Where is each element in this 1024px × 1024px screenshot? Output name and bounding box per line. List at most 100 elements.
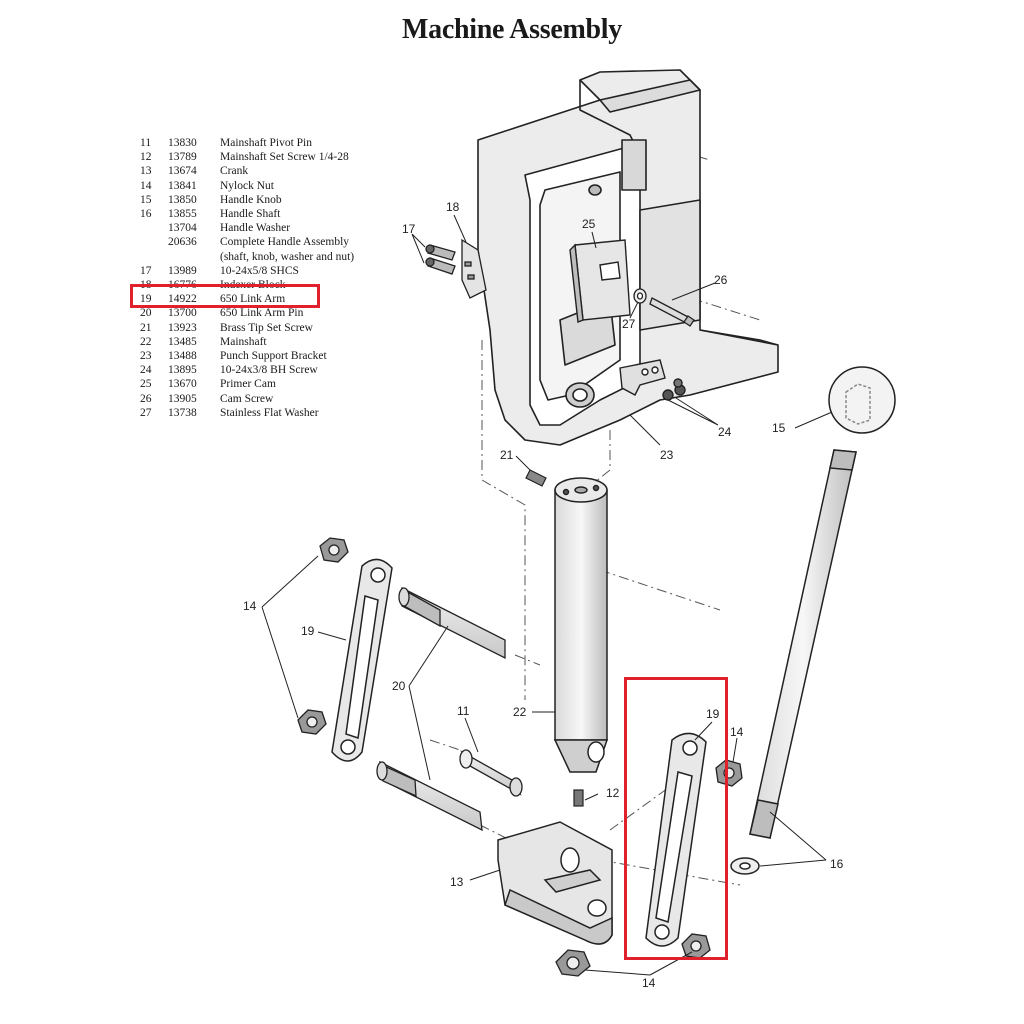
callout-14-right: 14 <box>730 725 744 739</box>
part-description: Mainshaft Set Screw 1/4-28 <box>220 151 349 164</box>
part-description: (shaft, knob, washer and nut) <box>220 250 355 263</box>
part-item-number: 24 <box>140 364 152 377</box>
callout-19-right: 19 <box>706 707 720 721</box>
part-item-number: 12 <box>140 151 152 164</box>
part-description: Crank <box>220 165 249 178</box>
crank <box>497 821 613 945</box>
part-description: 10-24x3/8 BH Screw <box>220 364 318 377</box>
part-number: 13841 <box>168 179 197 192</box>
set-screws <box>525 469 584 807</box>
parts-row: 22 13485 Mainshaft <box>140 335 354 349</box>
parts-row: 11 13830 Mainshaft Pivot Pin <box>140 136 354 150</box>
highlight-box-parts-row <box>130 284 320 308</box>
callout-16: 16 <box>830 857 844 871</box>
part-number: 13738 <box>168 406 197 419</box>
mainshaft-pivot-pin <box>459 749 523 797</box>
callout-12: 12 <box>606 786 620 800</box>
callout-11: 11 <box>457 704 470 718</box>
part-description: Mainshaft <box>220 335 267 348</box>
callout-14-bottom: 14 <box>642 976 656 990</box>
parts-row: 14 13841 Nylock Nut <box>140 179 354 193</box>
part-number: 13700 <box>168 307 197 320</box>
part-number: 13905 <box>168 392 197 405</box>
part-item-number: 17 <box>140 264 152 277</box>
part-item-number: 21 <box>140 321 152 334</box>
callout-20: 20 <box>392 679 406 693</box>
part-number: 13850 <box>168 193 197 206</box>
link-arm-pins <box>376 586 506 832</box>
part-description: Cam Screw <box>220 392 274 405</box>
part-number: 13895 <box>168 364 197 377</box>
part-number: 13704 <box>168 222 197 235</box>
callout-27: 27 <box>622 317 636 331</box>
callout-labels: 17 18 25 26 27 24 23 15 21 14 19 20 11 2… <box>243 200 844 990</box>
callout-15: 15 <box>772 421 786 435</box>
callout-21: 21 <box>500 448 514 462</box>
part-description: Mainshaft Pivot Pin <box>220 137 313 149</box>
part-number: 13989 <box>168 264 197 277</box>
parts-row: 20636 Complete Handle Assembly <box>140 235 354 249</box>
nylock-nuts <box>297 537 743 977</box>
link-arm-left <box>331 558 393 762</box>
punch-support-bracket <box>619 359 686 401</box>
callout-19-left: 19 <box>301 624 315 638</box>
mainshaft <box>553 477 609 773</box>
parts-row: 21 13923 Brass Tip Set Screw <box>140 321 354 335</box>
part-item-number: 22 <box>140 335 152 348</box>
callout-22: 22 <box>513 705 527 719</box>
parts-row: 26 13905 Cam Screw <box>140 392 354 406</box>
parts-row: (shaft, knob, washer and nut) <box>140 250 354 264</box>
callout-18: 18 <box>446 200 460 214</box>
part-item-number: 26 <box>140 392 152 405</box>
part-description: 10-24x5/8 SHCS <box>220 264 299 277</box>
part-description: Complete Handle Assembly <box>220 236 350 249</box>
callout-14-left: 14 <box>243 599 257 613</box>
part-number: 13485 <box>168 335 197 348</box>
part-item-number: 25 <box>140 378 152 391</box>
parts-row: 27 13738 Stainless Flat Washer <box>140 406 354 420</box>
callout-24: 24 <box>718 425 732 439</box>
callout-25: 25 <box>582 217 596 231</box>
leader-lines <box>261 214 833 976</box>
part-item-number: 27 <box>140 406 152 419</box>
handle-shaft <box>730 449 857 875</box>
part-number: 13670 <box>168 378 197 391</box>
page-title: Machine Assembly <box>402 14 622 45</box>
callout-13: 13 <box>450 875 464 889</box>
part-number: 13923 <box>168 321 197 334</box>
parts-row: 13704 Handle Washer <box>140 221 354 235</box>
part-description: 650 Link Arm Pin <box>220 307 304 320</box>
part-description: Stainless Flat Washer <box>220 406 319 419</box>
part-description: Brass Tip Set Screw <box>220 321 313 334</box>
part-item-number: 13 <box>140 165 152 178</box>
part-number: 13855 <box>168 208 197 221</box>
indexer-block <box>425 238 487 299</box>
cam-screw <box>633 288 695 327</box>
part-number: 13488 <box>168 350 197 363</box>
part-description: Handle Washer <box>220 222 291 235</box>
part-description: Handle Knob <box>220 193 282 206</box>
part-number: 14922 <box>168 293 197 306</box>
part-description: 650 Link Arm <box>220 293 286 306</box>
parts-row: 19 14922 650 Link Arm <box>140 292 354 306</box>
parts-row: 24 13895 10-24x3/8 BH Screw <box>140 363 354 377</box>
part-item-number: 19 <box>140 293 152 306</box>
part-item-number: 14 <box>140 179 152 192</box>
parts-row: 13 13674 Crank <box>140 164 354 178</box>
part-description: Nylock Nut <box>220 179 274 192</box>
callout-26: 26 <box>714 273 728 287</box>
part-number: 20636 <box>168 236 197 249</box>
part-number: 13674 <box>168 165 197 178</box>
part-item-number: 11 <box>140 137 152 149</box>
callout-23: 23 <box>660 448 674 462</box>
highlight-box-link-arm <box>624 677 728 960</box>
part-number: 13830 <box>168 137 197 149</box>
